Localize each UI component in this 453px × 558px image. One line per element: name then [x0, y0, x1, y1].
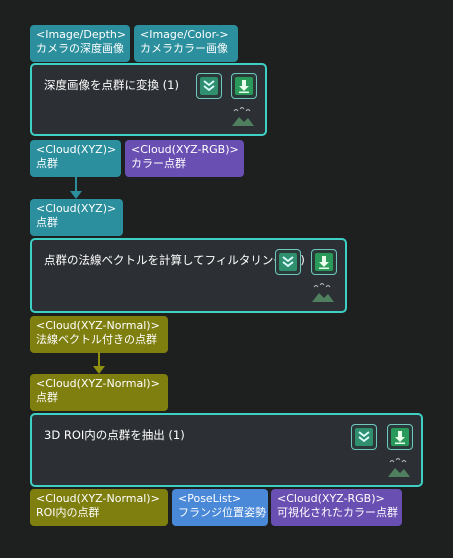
- port-type: <Image/Color->: [140, 28, 229, 41]
- download-arrow-icon: [235, 77, 253, 95]
- port-type: <Cloud(XYZ-RGB)>: [131, 143, 239, 156]
- port-name: カメラカラー画像: [140, 42, 228, 55]
- port-type: <Cloud(XYZ-RGB)>: [277, 492, 385, 505]
- port-type: <Cloud(XYZ-Normal)>: [36, 319, 160, 332]
- chevron-double-down-icon: [355, 428, 373, 446]
- port-name: カメラの深度画像: [36, 42, 124, 55]
- step3-node[interactable]: 3D ROI内の点群を抽出 (1): [30, 413, 423, 487]
- port-type: <Cloud(XYZ-Normal)>: [36, 377, 160, 390]
- port-type: <Cloud(XYZ)>: [36, 202, 117, 215]
- step3-output-visualized-color-cloud[interactable]: <Cloud(XYZ-RGB)> 可視化されたカラー点群: [271, 489, 402, 526]
- collapse-button[interactable]: [196, 73, 222, 99]
- collapse-button[interactable]: [275, 249, 301, 275]
- port-name: カラー点群: [131, 157, 186, 170]
- step3-title: 3D ROI内の点群を抽出 (1): [44, 428, 185, 442]
- image-icon: [388, 458, 410, 477]
- connection-arrow-2: [93, 352, 105, 374]
- step1-output-color-cloud[interactable]: <Cloud(XYZ-RGB)> カラー点群: [125, 140, 244, 177]
- port-name: ROI内の点群: [36, 506, 100, 519]
- download-button[interactable]: [231, 73, 257, 99]
- download-button[interactable]: [311, 249, 337, 275]
- port-name: 可視化されたカラー点群: [277, 506, 398, 519]
- image-icon: [312, 283, 334, 302]
- step2-output-normal-cloud[interactable]: <Cloud(XYZ-Normal)> 法線ベクトル付きの点群: [30, 316, 168, 353]
- step1-title: 深度画像を点群に変換 (1): [44, 78, 179, 92]
- port-type: <PoseList>: [178, 492, 242, 505]
- step1-input-depth-image[interactable]: <Image/Depth> カメラの深度画像: [30, 25, 130, 62]
- port-name: フランジ位置姿勢: [178, 506, 266, 519]
- step2-node[interactable]: 点群の法線ベクトルを計算してフィルタリング (1): [30, 238, 347, 313]
- port-name: 点群: [36, 157, 58, 170]
- step1-output-point-cloud[interactable]: <Cloud(XYZ)> 点群: [30, 140, 121, 177]
- step1-node[interactable]: 深度画像を点群に変換 (1): [30, 63, 267, 136]
- collapse-button[interactable]: [351, 424, 377, 450]
- port-name: 法線ベクトル付きの点群: [36, 333, 157, 346]
- step2-input-point-cloud[interactable]: <Cloud(XYZ)> 点群: [30, 199, 123, 236]
- port-type: <Cloud(XYZ)>: [36, 143, 117, 156]
- step1-input-color-image[interactable]: <Image/Color-> カメラカラー画像: [134, 25, 238, 62]
- download-arrow-icon: [391, 428, 409, 446]
- download-button[interactable]: [387, 424, 413, 450]
- chevron-double-down-icon: [200, 77, 218, 95]
- step3-output-roi-cloud[interactable]: <Cloud(XYZ-Normal)> ROI内の点群: [30, 489, 168, 526]
- image-icon: [232, 107, 254, 126]
- step3-output-flange-pose[interactable]: <PoseList> フランジ位置姿勢: [172, 489, 268, 526]
- port-name: 点群: [36, 216, 58, 229]
- chevron-double-down-icon: [279, 253, 297, 271]
- step3-input-normal-cloud[interactable]: <Cloud(XYZ-Normal)> 点群: [30, 374, 168, 411]
- port-type: <Image/Depth>: [36, 28, 127, 41]
- step2-title: 点群の法線ベクトルを計算してフィルタリング (1): [44, 253, 305, 267]
- port-name: 点群: [36, 391, 58, 404]
- download-arrow-icon: [315, 253, 333, 271]
- connection-arrow-1: [70, 177, 82, 199]
- port-type: <Cloud(XYZ-Normal)>: [36, 492, 160, 505]
